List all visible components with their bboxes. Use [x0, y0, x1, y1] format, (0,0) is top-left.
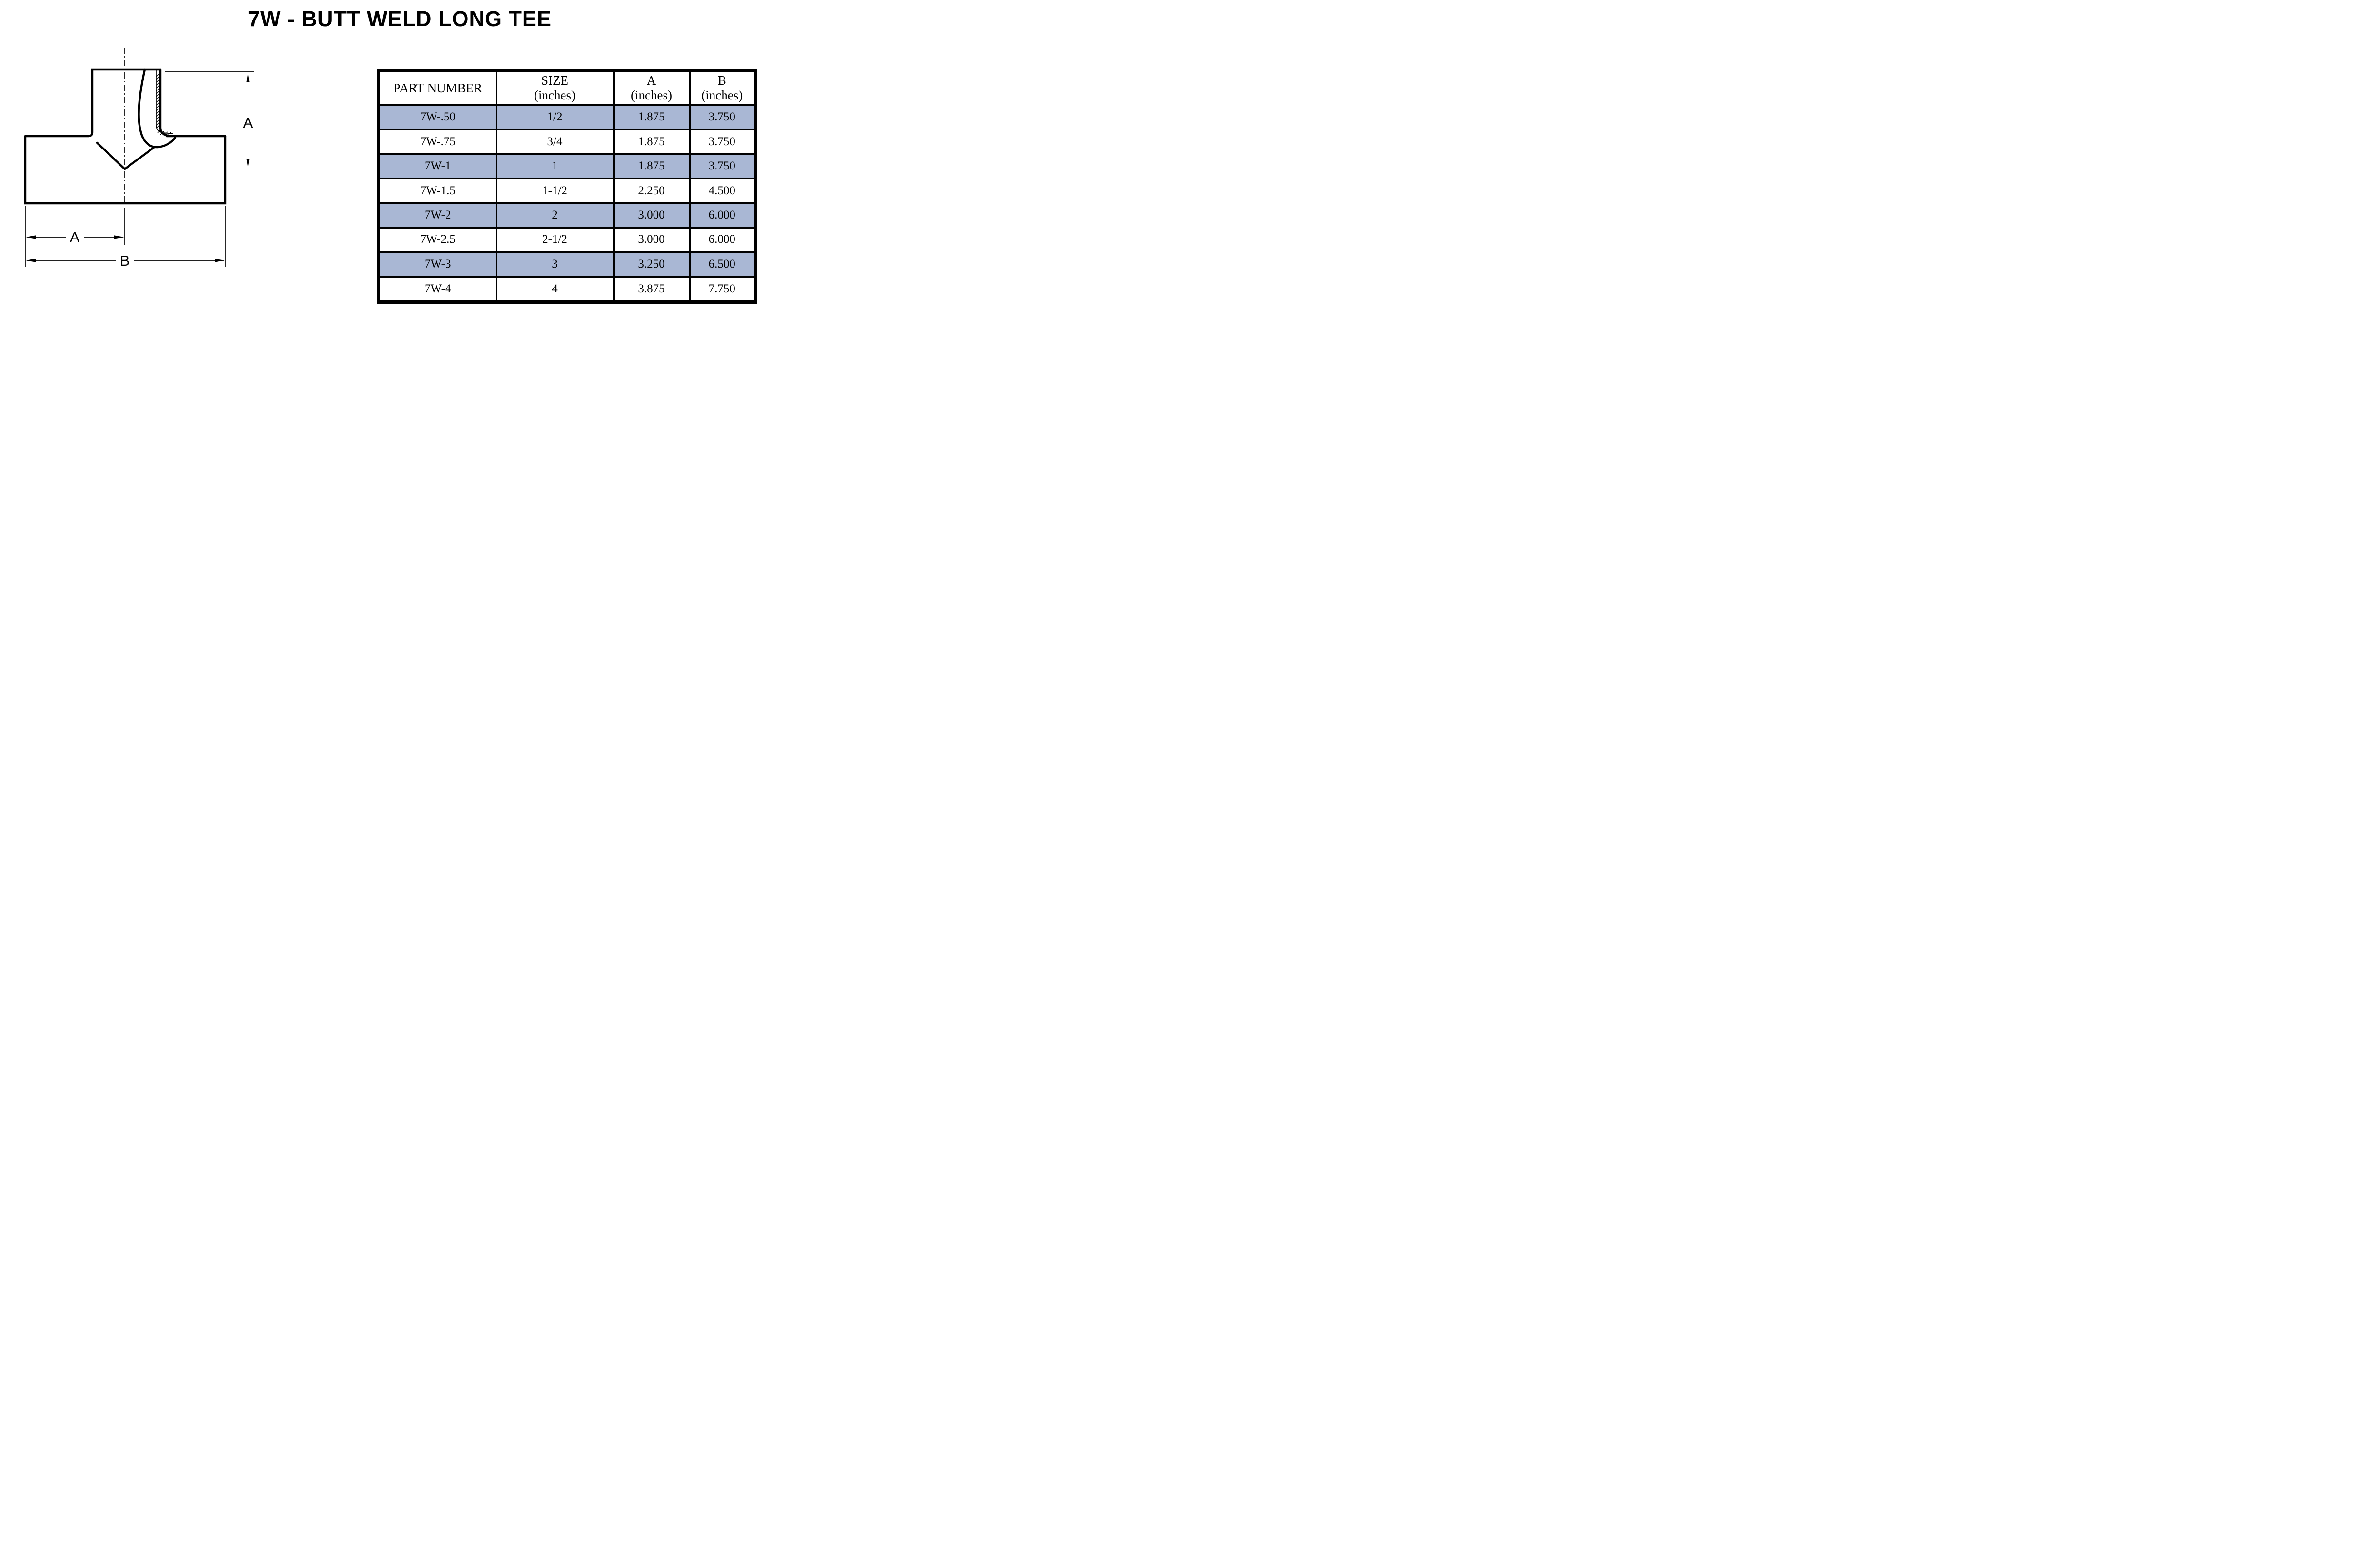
col-header-b: B (inches) [688, 70, 755, 105]
table-cell-size: 1 [495, 154, 614, 179]
dim-a-left-arrowhead [26, 235, 36, 239]
table-cell-a: 3.250 [612, 252, 690, 277]
table-cell-size: 3/4 [495, 129, 614, 154]
dim-b-left-arrowhead [26, 259, 36, 262]
table-cell-a: 1.875 [612, 105, 690, 129]
col-header-unit: (inches) [534, 88, 575, 103]
dim-a-down-arrowhead [246, 159, 250, 169]
dim-a-vertical-label: A [243, 114, 253, 131]
table-cell-b: 7.750 [688, 276, 755, 302]
table-cell-size: 1/2 [495, 105, 614, 129]
header-row: PART NUMBER SIZE (inches) A (inches) B (… [379, 70, 755, 105]
col-header-a: A (inches) [612, 70, 690, 105]
branch-inner-wall-line [156, 70, 173, 134]
branch-right-outer-wall [159, 68, 168, 137]
branch-left-and-top-edge [24, 68, 162, 138]
table-cell-a: 3.000 [612, 203, 690, 228]
table-cell-size: 3 [495, 252, 614, 277]
tee-inner-bore-curve [138, 68, 177, 149]
dim-a-right-arrowhead [114, 235, 124, 239]
weld-bevel-right-line [123, 146, 155, 170]
dim-a-horizontal: A [26, 229, 124, 246]
table-cell-b: 3.750 [688, 105, 755, 129]
spec-table-header: PART NUMBER SIZE (inches) A (inches) B (… [379, 70, 755, 105]
run-body-outline [24, 135, 227, 205]
table-cell-a: 3.000 [612, 227, 690, 252]
dimension-spec-table: PART NUMBER SIZE (inches) A (inches) B (… [377, 69, 757, 304]
col-header-label: B [717, 73, 726, 88]
dim-b-horizontal-label: B [120, 252, 130, 269]
table-cell-part-number: 7W-3 [424, 257, 451, 270]
tee-outline [24, 68, 227, 205]
dim-a-vertical: A [165, 71, 254, 169]
table-cell-part-number: 7W-1 [424, 159, 451, 173]
table-cell-part-number: 7W-1.5 [420, 184, 456, 197]
col-header-label: PART NUMBER [393, 80, 483, 95]
table-cell-a: 1.875 [612, 129, 690, 154]
table-cell-a: 1.875 [612, 154, 690, 179]
page-title: 7W - BUTT WELD LONG TEE [248, 7, 552, 31]
col-header-unit: (inches) [631, 88, 672, 103]
table-cell-b: 4.500 [688, 178, 755, 203]
col-header-unit: (inches) [701, 88, 743, 103]
dim-b-horizontal: B [26, 252, 225, 269]
table-cell-a: 2.250 [612, 178, 690, 203]
spec-table-container: PART NUMBER SIZE (inches) A (inches) B (… [377, 69, 757, 304]
col-header-size: SIZE (inches) [495, 70, 614, 105]
tee-technical-drawing: A A B [15, 48, 254, 269]
table-cell-b: 6.500 [688, 252, 755, 277]
table-cell-b: 6.000 [688, 227, 755, 252]
table-cell-size: 4 [495, 276, 614, 302]
table-cell-part-number: 7W-.75 [420, 135, 456, 148]
table-cell-b: 3.750 [688, 129, 755, 154]
col-header-label: SIZE [541, 73, 568, 88]
table-cell-size: 2-1/2 [495, 227, 614, 252]
table-cell-a: 3.875 [612, 276, 690, 302]
col-header-part-number: PART NUMBER [379, 71, 496, 105]
table-cell-b: 3.750 [688, 154, 755, 179]
weld-bevel-left-line [96, 141, 126, 170]
table-cell-part-number: 7W-4 [424, 282, 451, 295]
table-cell-b: 6.000 [688, 203, 755, 228]
section-hatching [156, 72, 171, 137]
table-cell-size: 1-1/2 [495, 178, 614, 203]
dim-a-horizontal-label: A [70, 229, 80, 246]
dim-a-up-arrowhead [246, 72, 250, 82]
table-cell-part-number: 7W-2.5 [420, 233, 456, 246]
dim-b-right-arrowhead [215, 259, 225, 262]
table-cell-size: 2 [495, 203, 614, 228]
col-header-label: A [646, 73, 656, 88]
table-cell-part-number: 7W-2 [424, 208, 451, 221]
table-cell-part-number: 7W-.50 [420, 110, 456, 124]
